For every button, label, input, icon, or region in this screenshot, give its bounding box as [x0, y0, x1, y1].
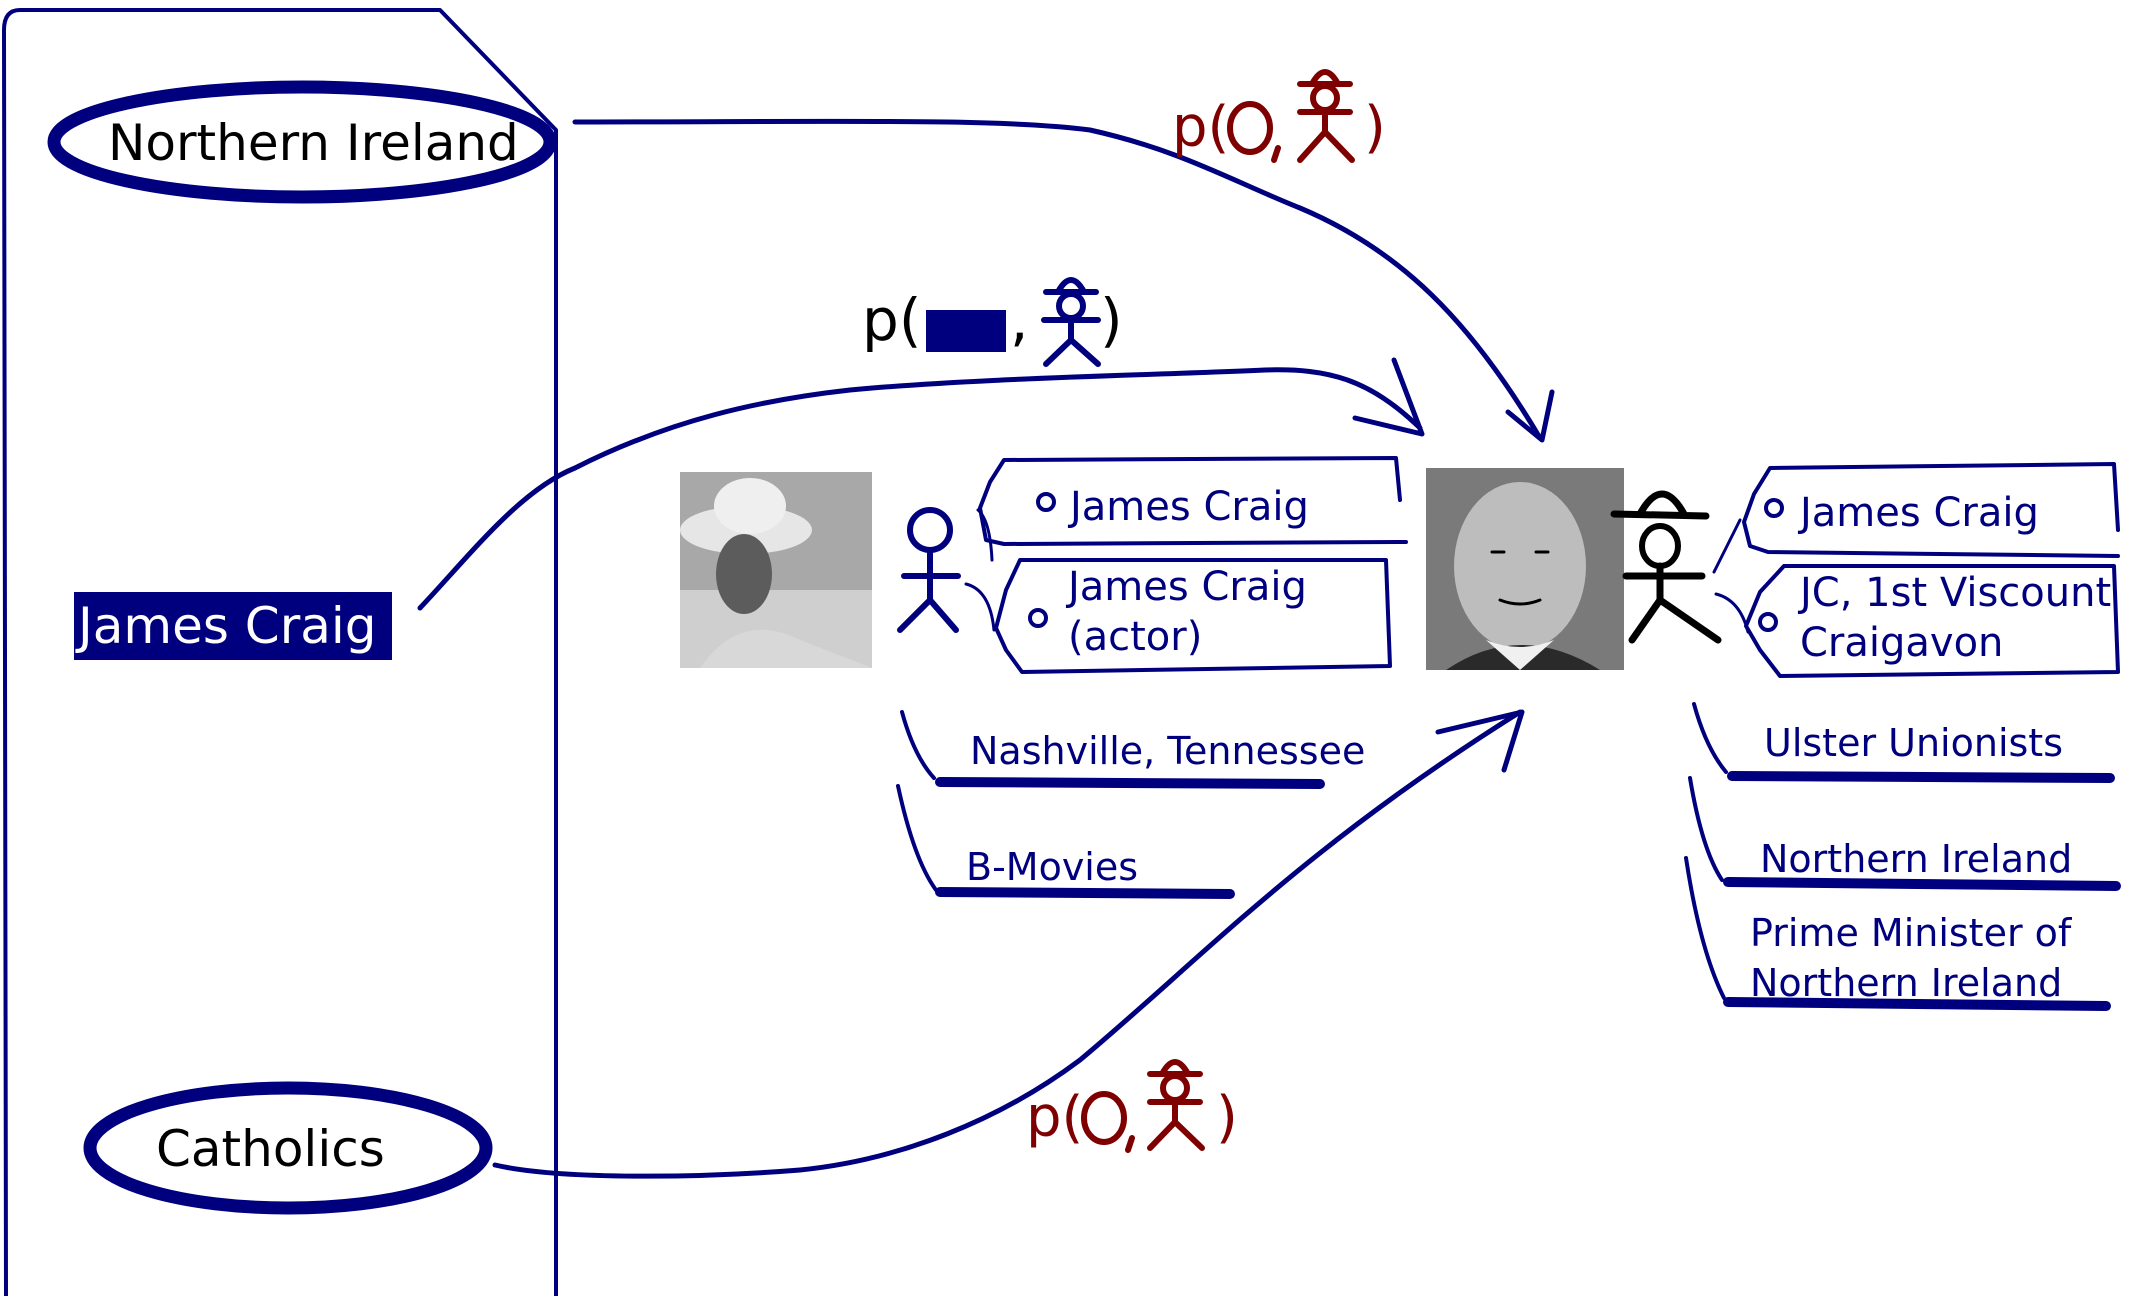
name-tag-label: (actor)	[1068, 614, 1202, 660]
mention-ellipse	[83, 1081, 493, 1215]
formula-suffix: )	[1100, 286, 1123, 354]
name-tag: James Craig (actor)	[964, 558, 1392, 674]
name-tag-label: Craigavon	[1800, 620, 2003, 666]
arrow-james-craig-to-craigavon	[417, 357, 1425, 611]
name-tag: JC, 1st Viscount Craigavon	[1714, 564, 2120, 678]
mention-northern-ireland[interactable]: Northern Ireland	[47, 80, 557, 204]
fact-item: Nashville, Tennessee	[900, 710, 1365, 789]
formula-prefix: p(	[1026, 1085, 1083, 1150]
circle-symbol-icon	[1227, 101, 1281, 163]
arrow-catholics-to-craigavon	[492, 709, 1525, 1179]
mention-northern-ireland-label: Northern Ireland	[108, 114, 519, 172]
tag-hole	[1036, 492, 1056, 512]
candidate-actor[interactable]: James Craig James Craig (actor) Nashvill…	[680, 456, 1408, 899]
name-tag-label: James Craig	[1067, 484, 1309, 530]
cowboy-hat-figure-icon	[897, 507, 961, 633]
formula-catholics: p( )	[1026, 1059, 1238, 1153]
mention-ellipse	[47, 80, 557, 204]
mention-james-craig-label: James Craig	[75, 597, 377, 655]
name-tag-label: James Craig	[1797, 490, 2039, 536]
fact-item: Ulster Unionists	[1692, 702, 2115, 783]
filled-block-icon	[926, 310, 1006, 352]
formula-prefix: p(	[862, 286, 921, 354]
mention-catholics[interactable]: Catholics	[83, 1081, 493, 1215]
name-tag-label: James Craig	[1065, 564, 1307, 610]
formula-suffix: )	[1216, 1085, 1238, 1150]
fact-item: B-Movies	[896, 784, 1235, 899]
fact-item: Prime Minister of Northern Ireland	[1684, 856, 2111, 1011]
name-tag-label: JC, 1st Viscount	[1797, 570, 2111, 616]
arrow-northern-ireland-to-craigavon	[572, 118, 1555, 443]
name-tag: James Craig	[976, 456, 1408, 562]
actor-photo	[680, 472, 872, 668]
stick-figure-icon	[1041, 277, 1101, 367]
tag-hole	[1758, 612, 1778, 632]
tag-hole	[1028, 608, 1048, 628]
formula-suffix: )	[1364, 95, 1386, 160]
circle-symbol-icon	[1081, 1091, 1135, 1153]
fact-label: Northern Ireland	[1760, 837, 2072, 881]
fact-item: Northern Ireland	[1688, 776, 2121, 891]
stick-figure-icon	[1147, 1059, 1205, 1151]
name-tag: James Craig	[1712, 462, 2120, 574]
mention-catholics-label: Catholics	[156, 1120, 385, 1178]
stick-figure-icon	[1297, 69, 1355, 163]
fact-label: Nashville, Tennessee	[970, 729, 1365, 773]
formula-prefix: p(	[1172, 95, 1229, 160]
mention-highlight	[74, 592, 392, 660]
fact-label: Prime Minister of	[1750, 911, 2073, 955]
document-panel	[2, 8, 558, 1296]
formula-northern-ireland: p( )	[1172, 69, 1386, 163]
tag-hole	[1764, 498, 1784, 518]
formula-james-craig: p( , )	[862, 277, 1123, 367]
mention-james-craig[interactable]: James Craig	[74, 592, 392, 660]
candidate-craigavon[interactable]: James Craig JC, 1st Viscount Craigavon U…	[1426, 462, 2121, 1011]
formula-comma: ,	[1010, 286, 1028, 354]
craigavon-photo	[1426, 468, 1624, 670]
fact-label: Ulster Unionists	[1764, 721, 2063, 765]
fact-label: B-Movies	[966, 845, 1138, 889]
fact-label: Northern Ireland	[1750, 961, 2062, 1005]
bowler-hat-figure-icon	[1610, 490, 1722, 644]
